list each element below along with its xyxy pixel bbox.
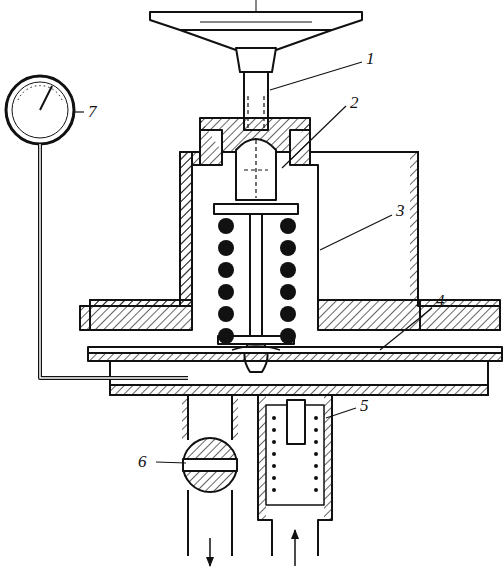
valve-spring-coil: [272, 440, 276, 444]
callout-number: 7: [88, 103, 97, 120]
spring-coil: [280, 328, 296, 344]
callout-number: 6: [138, 453, 147, 470]
valve-spring-coil: [314, 488, 318, 492]
valve-spring-coil: [272, 488, 276, 492]
spring-coil: [218, 218, 234, 234]
spring-coil: [280, 306, 296, 322]
callout-number: 2: [350, 94, 359, 111]
spring-coil: [218, 306, 234, 322]
valve-spring-coil: [314, 476, 318, 480]
valve-spring-coil: [314, 464, 318, 468]
valve-spring-coil: [314, 416, 318, 420]
callout-number: 3: [396, 202, 405, 219]
spring-coil: [280, 262, 296, 278]
callout-number: 1: [366, 50, 375, 67]
valve-spring-coil: [272, 428, 276, 432]
valve-spring-coil: [272, 476, 276, 480]
valve-spring-coil: [272, 452, 276, 456]
spring-coil: [218, 284, 234, 300]
valve-spring-coil: [314, 440, 318, 444]
spring-coil: [280, 240, 296, 256]
valve-spring-coil: [314, 452, 318, 456]
valve-spring-coil: [272, 416, 276, 420]
callout-number: 4: [436, 292, 445, 309]
spring-coil: [280, 284, 296, 300]
callout-number: 5: [360, 397, 369, 414]
spring-coil: [280, 218, 296, 234]
spring-coil: [218, 328, 234, 344]
valve-spring-coil: [272, 464, 276, 468]
spring-coil: [218, 262, 234, 278]
spring-coil: [218, 240, 234, 256]
valve-spring-coil: [314, 428, 318, 432]
